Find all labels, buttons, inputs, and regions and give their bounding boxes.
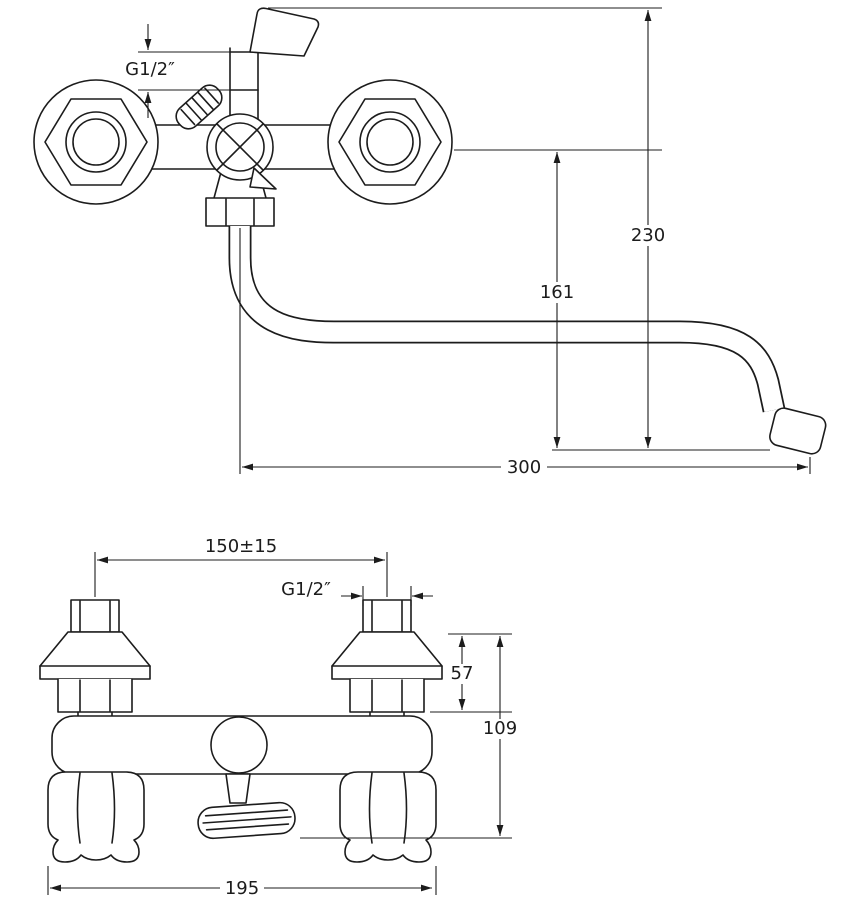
lever-stem xyxy=(225,773,251,804)
installation-view xyxy=(39,599,443,863)
handle-left xyxy=(47,771,145,863)
dimension-lines: G1/2″ 161 230 300 150±15 G1/2″ 57 109 19… xyxy=(47,7,811,899)
escutcheon-right xyxy=(327,79,453,205)
mixer-valve xyxy=(206,113,274,181)
handle-lever xyxy=(175,84,223,130)
dim-label-300: 300 xyxy=(507,457,541,478)
handle-right xyxy=(339,771,437,863)
dim-label-161: 161 xyxy=(540,282,574,303)
spout-tube xyxy=(228,226,786,413)
escutcheon-left xyxy=(33,79,159,205)
diverter-stem xyxy=(229,47,259,121)
dim-label-thread-front: G1/2″ xyxy=(125,59,175,80)
diverter-lever xyxy=(249,7,320,57)
valve-boss xyxy=(210,716,268,774)
pipe-union-left xyxy=(39,599,151,718)
front-view xyxy=(33,7,827,455)
spout-nut xyxy=(205,197,275,227)
lever-tip xyxy=(249,167,277,190)
dim-label-109: 109 xyxy=(483,718,517,739)
dim-label-195: 195 xyxy=(225,878,259,899)
lever-handle xyxy=(197,801,296,840)
dim-label-150: 150±15 xyxy=(205,536,277,557)
dim-label-230: 230 xyxy=(631,225,665,246)
pipe-union-right xyxy=(331,599,443,718)
dim-label-57: 57 xyxy=(451,663,474,684)
dim-label-thread-install: G1/2″ xyxy=(281,579,331,600)
aerator xyxy=(769,407,827,455)
